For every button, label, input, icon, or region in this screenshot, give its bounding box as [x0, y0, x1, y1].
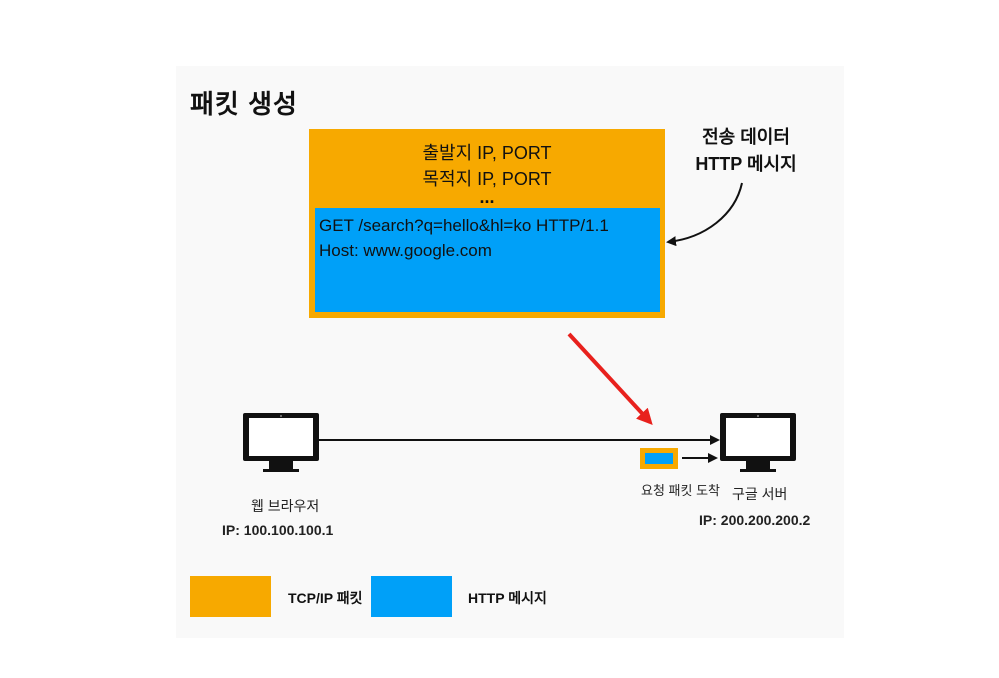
server-name: 구글 서버: [732, 486, 788, 502]
client-ip: IP: 100.100.100.1: [222, 522, 334, 538]
curved-arrow-icon: [666, 182, 743, 247]
http-host-line: Host: www.google.com: [319, 241, 492, 260]
callout-text: 전송 데이터 HTTP 메시지: [676, 124, 816, 178]
server-ip: IP: 200.200.200.2: [699, 512, 811, 528]
legend-label-tcp: TCP/IP 패킷: [288, 590, 363, 606]
legend-swatch-http: [371, 576, 452, 617]
tcp-ellipsis: ...: [479, 187, 495, 207]
arrival-label: 요청 패킷 도착: [641, 483, 720, 498]
page-title: 패킷 생성: [190, 89, 298, 119]
red-arrow-icon: [567, 332, 653, 425]
callout-line-1: 전송 데이터: [702, 127, 790, 147]
http-message-box: GET /search?q=hello&hl=ko HTTP/1.1 Host:…: [315, 208, 660, 312]
http-request-line: GET /search?q=hello&hl=ko HTTP/1.1: [319, 216, 609, 235]
mini-packet-icon: [640, 448, 678, 469]
server-monitor-icon: [720, 413, 796, 472]
legend-label-http: HTTP 메시지: [468, 590, 547, 606]
client-name: 웹 브라우저: [251, 498, 320, 514]
tcp-source-line: 출발지 IP, PORT: [422, 143, 552, 163]
tcp-dest-line: 목적지 IP, PORT: [422, 169, 552, 189]
client-monitor-icon: [243, 413, 319, 472]
legend-swatch-tcp: [190, 576, 271, 617]
callout-line-2: HTTP 메시지: [695, 154, 797, 174]
